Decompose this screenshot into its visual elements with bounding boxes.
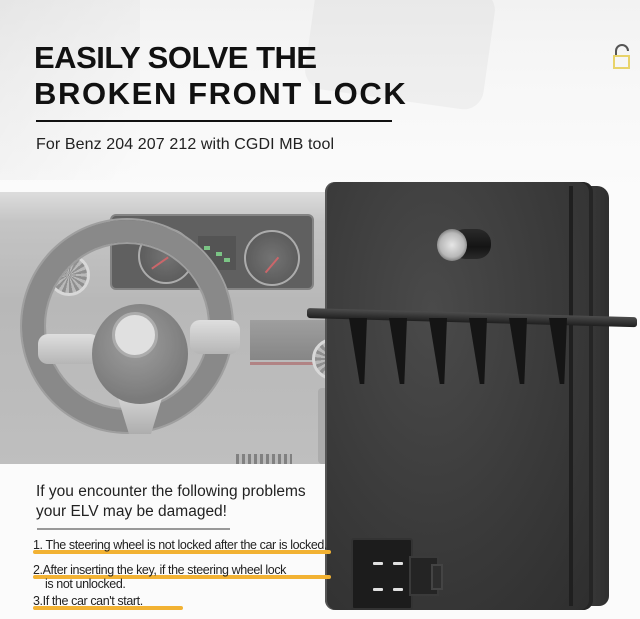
steering-spoke-right (190, 320, 240, 354)
module-fins (347, 318, 587, 390)
headline: EASILY SOLVE THE BROKEN FRONT LOCK (34, 40, 407, 112)
steering-spoke-left (38, 334, 100, 364)
problem-text: 3.If the car can't start. (33, 594, 143, 608)
four-pin-connector (351, 538, 443, 610)
problem-text: 2.After inserting the key, if the steeri… (33, 563, 287, 577)
subtitle: For Benz 204 207 212 with CGDI MB tool (36, 136, 335, 153)
pedal (236, 454, 292, 464)
unlocked-padlock-icon (613, 44, 630, 69)
headline-divider (36, 120, 392, 122)
headline-line-2: BROKEN FRONT LOCK (34, 76, 408, 111)
highlight-underline (33, 606, 183, 610)
problems-divider (37, 528, 230, 530)
tachometer-gauge (244, 230, 300, 286)
problem-text: 1. The steering wheel is not locked afte… (33, 538, 327, 552)
module-edge (569, 186, 573, 606)
ambient-light-strip (250, 362, 350, 365)
photo-overlay (0, 192, 350, 464)
faded-background (0, 0, 640, 190)
problem-item-2-continuation: is not unlocked. (45, 577, 126, 591)
problem-item-1: 1. The steering wheel is not locked afte… (33, 538, 331, 554)
elv-module (307, 182, 637, 612)
problem-text: is not unlocked. (45, 577, 126, 591)
module-push-button (437, 226, 493, 266)
problem-item-2: 2.After inserting the key, if the steeri… (33, 563, 331, 579)
problems-heading-line-2: your ELV may be damaged! (36, 503, 227, 520)
problems-heading: If you encounter the following problems … (36, 482, 306, 522)
background-shape (0, 0, 140, 180)
brand-emblem (112, 312, 158, 358)
highlight-underline (33, 575, 331, 579)
problem-item-3: 3.If the car can't start. (33, 594, 183, 610)
dashboard-photo (0, 192, 350, 464)
problems-heading-line-1: If you encounter the following problems (36, 483, 306, 500)
highlight-underline (33, 550, 331, 554)
headline-line-1: EASILY SOLVE THE (34, 40, 317, 75)
